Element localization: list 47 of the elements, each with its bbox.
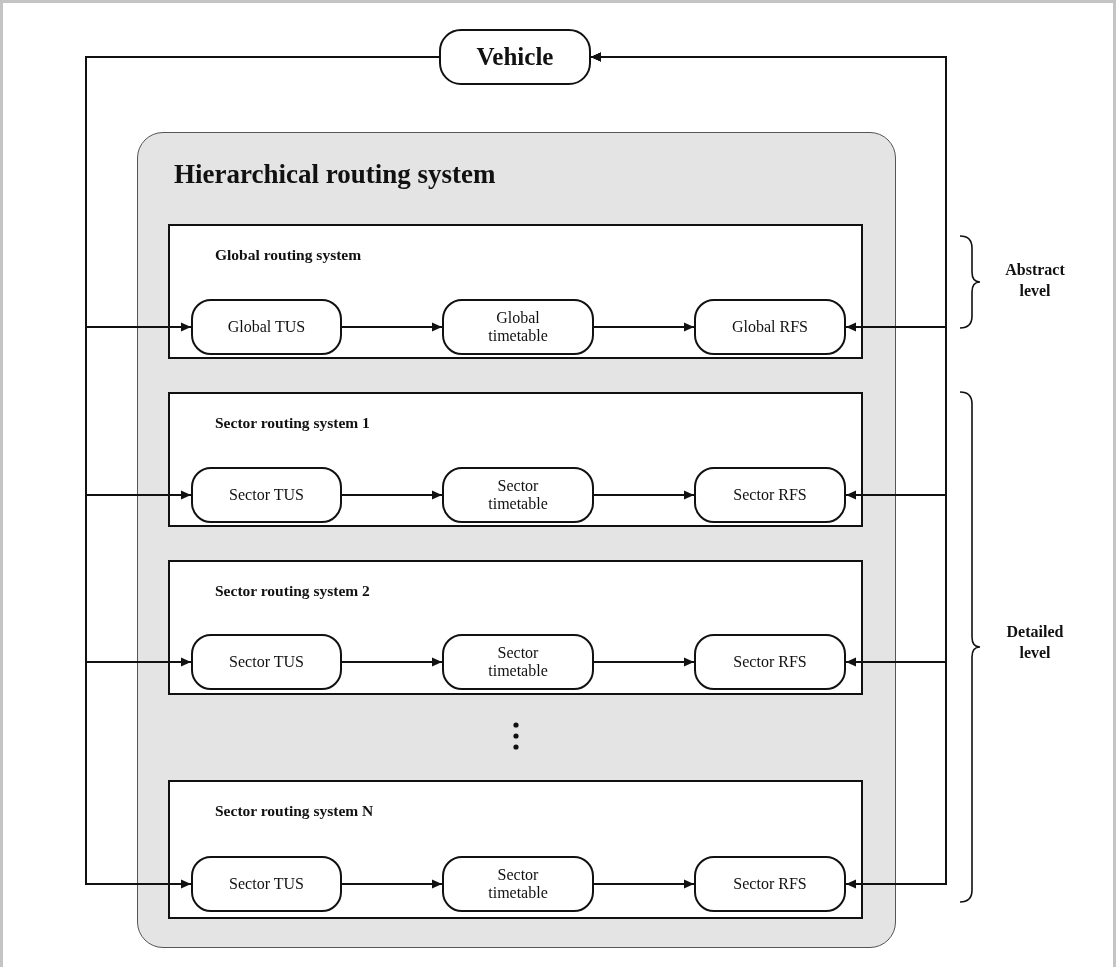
panel-title: Global routing system (215, 246, 362, 264)
node-label: Global timetable (487, 308, 549, 346)
node-label: Sector RFS (733, 485, 807, 505)
process-node (694, 467, 846, 523)
terminal-node (439, 29, 591, 85)
arrow (593, 490, 695, 500)
subsystem-box (168, 224, 863, 359)
arrow (341, 879, 443, 889)
node-label: Sector RFS (733, 874, 807, 894)
process-node (694, 299, 846, 355)
node-label: Vehicle (476, 43, 554, 71)
arrow (593, 657, 695, 667)
node-label: Global RFS (732, 317, 808, 337)
arrow (593, 879, 695, 889)
node-label: Sector RFS (733, 652, 807, 672)
process-node (442, 634, 594, 690)
process-node (191, 634, 342, 690)
system-panel (137, 132, 896, 948)
process-node (442, 467, 594, 523)
process-node (442, 856, 594, 912)
process-node (191, 856, 342, 912)
panel-title: Sector routing system 2 (215, 582, 370, 600)
node-label: Sector timetable (487, 476, 549, 514)
arrow (590, 52, 947, 332)
arrow (341, 322, 443, 332)
panel-title: Sector routing system N (215, 802, 374, 820)
node-label: Global TUS (227, 317, 306, 337)
level-label: Abstract level (1004, 260, 1066, 301)
node-label: Sector timetable (487, 865, 549, 903)
panel-title: Sector routing system 1 (215, 414, 370, 432)
node-label: Sector TUS (229, 874, 304, 894)
node-label: Sector timetable (487, 643, 549, 681)
process-node (694, 856, 846, 912)
subsystem-box (168, 392, 863, 527)
process-node (191, 299, 342, 355)
node-label: Sector TUS (229, 652, 304, 672)
process-node (191, 467, 342, 523)
process-node (442, 299, 594, 355)
subsystem-box (168, 780, 863, 919)
arrow (341, 657, 443, 667)
arrow (593, 322, 695, 332)
process-node (694, 634, 846, 690)
subsystem-box (168, 560, 863, 695)
arrow (341, 490, 443, 500)
panel-title: Hierarchical routing system (174, 159, 496, 190)
node-label: Sector TUS (229, 485, 304, 505)
level-label: Detailed level (1005, 622, 1065, 663)
